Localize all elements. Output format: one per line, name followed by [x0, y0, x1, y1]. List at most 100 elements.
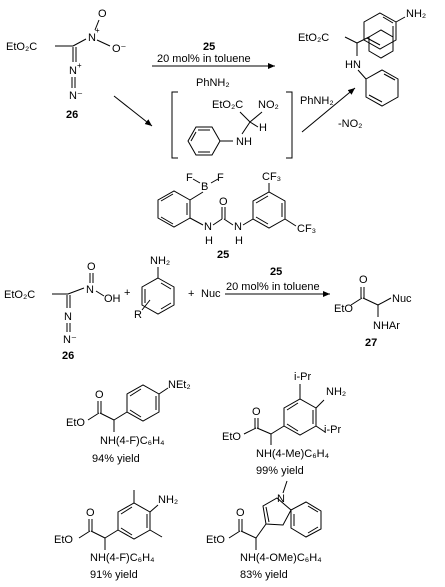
- diazo-plus: +: [77, 61, 82, 70]
- ring-double-bond: [120, 527, 133, 536]
- nitro-n-label: N: [88, 32, 96, 44]
- ex3-yield: 91% yield: [90, 569, 138, 581]
- plus-sign-1: +: [124, 287, 130, 299]
- catalyst-h2: H: [235, 235, 243, 247]
- ex4-amine: NH(4-OMe)C₆H₄: [240, 552, 322, 564]
- bond: [192, 178, 201, 184]
- left-bracket: [171, 91, 178, 159]
- bond: [284, 218, 297, 227]
- mid-catalyst-number: 25: [270, 266, 282, 278]
- ring-double-bond: [265, 506, 270, 523]
- bond: [212, 218, 223, 226]
- bond: [315, 425, 326, 433]
- ex1-yield: 94% yield: [92, 453, 140, 465]
- bond: [242, 218, 254, 226]
- mid-aniline-r: R: [134, 309, 142, 321]
- bond: [149, 504, 159, 513]
- example-2: O EtO i-Pr NH₂ i-Pr NH(4-Me)C₆H₄ 99% yie…: [222, 371, 346, 477]
- bond: [249, 121, 259, 128]
- ex4-eto: EtO: [206, 534, 225, 546]
- ring-double-bond: [255, 195, 269, 204]
- ring-double-bond: [160, 302, 172, 310]
- ex2-ring: [283, 398, 317, 436]
- bond: [104, 529, 119, 539]
- ex2-ipr-bottom: i-Pr: [324, 424, 341, 436]
- catalyst-o: O: [219, 196, 228, 208]
- methyl-bond: [282, 480, 288, 494]
- example-3: O EtO NH₂ NH(4-F)C₆H₄ 91% yield: [54, 490, 178, 581]
- ex4-yield: 83% yield: [240, 569, 288, 581]
- ring-double-bond: [160, 193, 174, 202]
- bond: [270, 425, 285, 435]
- ring-double-bond: [160, 282, 172, 290]
- ex3-o: O: [86, 507, 95, 519]
- bond: [94, 19, 100, 31]
- ex3-amine: NH(4-F)C₆H₄: [90, 552, 155, 564]
- middle-reactant-26: EtO₂C N O OH N N⁻ 26: [4, 261, 121, 362]
- catalyst-aryl-ring: [157, 190, 191, 228]
- mid-nitro-n: N: [86, 284, 94, 296]
- ex2-o: O: [252, 406, 261, 418]
- arrow-to-product: [301, 87, 356, 133]
- conditions-text: 20 mol% in toluene: [157, 53, 251, 65]
- ring-double-bond: [160, 216, 174, 225]
- example-1: O EtO NEt₂ NH(4-F)C₆H₄ 94% yield: [66, 379, 191, 465]
- ex2-nh2: NH₂: [326, 386, 346, 398]
- plus-sign-2: +: [188, 288, 194, 300]
- catalyst-cf3-top: CF₃: [262, 171, 281, 183]
- ex1-o: O: [95, 389, 104, 401]
- example-4: O EtO N NH(4-OMe)C₆H₄ 83% yield: [206, 480, 322, 581]
- bond: [223, 218, 234, 226]
- ring-double-bond: [307, 526, 319, 534]
- mid-diazo-n: N: [64, 311, 72, 323]
- methyl-bond: [149, 529, 163, 538]
- right-bracket: [286, 91, 293, 159]
- bond: [315, 399, 325, 409]
- product-ester: EtO₂C: [298, 32, 329, 44]
- ring-double-bond: [129, 388, 142, 397]
- ring-double-bond: [286, 423, 299, 432]
- ring-double-bond: [366, 37, 381, 46]
- ring-double-bond: [382, 16, 394, 24]
- mid-diazo-n-minus: N⁻: [63, 334, 77, 346]
- catalyst-f-left: F: [186, 172, 193, 184]
- intermediate-nh: NH: [236, 136, 252, 148]
- nitro-plus: +: [95, 26, 100, 35]
- bond: [362, 297, 379, 306]
- ex1-substituent: NEt₂: [168, 379, 191, 391]
- ex1-ring: [126, 384, 160, 422]
- product-hn: HN: [345, 59, 361, 71]
- mid-aniline-ring: [141, 277, 175, 315]
- bond: [255, 523, 267, 539]
- ex2-eto: EtO: [222, 431, 241, 443]
- bond: [72, 38, 87, 47]
- mid-nitro-o: O: [87, 261, 96, 273]
- catalyst-n2: N: [234, 221, 242, 233]
- ex4-pyrrole-ring: [262, 497, 292, 526]
- bond: [344, 36, 358, 44]
- catalyst-bis-cf3-ring: [252, 191, 286, 229]
- ex2-amine: NH(4-Me)C₆H₄: [256, 448, 330, 460]
- top-reactant-26: EtO₂C N + O O⁻ N + N⁻ 26: [6, 8, 127, 121]
- mid-aniline: NH₂ R: [134, 255, 175, 321]
- bond: [158, 387, 169, 395]
- diazo-n-plus: N: [69, 65, 77, 77]
- catalyst-number: 25: [203, 41, 215, 53]
- intermediate-aniline: PhNH₂: [300, 95, 334, 107]
- ex4-o: O: [236, 507, 245, 519]
- catalyst-n1: N: [204, 221, 212, 233]
- bond: [141, 299, 151, 311]
- ex3-nh2: NH₂: [158, 494, 178, 506]
- bond: [377, 297, 392, 306]
- bond: [90, 530, 106, 539]
- ring-double-bond: [368, 94, 383, 103]
- ring-double-bond: [120, 506, 133, 515]
- bond: [228, 530, 241, 539]
- ex2-ipr-top: i-Pr: [294, 371, 311, 383]
- bond: [240, 530, 257, 539]
- ring-double-bond: [129, 409, 142, 418]
- bond: [350, 297, 363, 306]
- bond: [67, 287, 85, 295]
- bond: [189, 191, 204, 201]
- p27-number: 27: [365, 337, 377, 349]
